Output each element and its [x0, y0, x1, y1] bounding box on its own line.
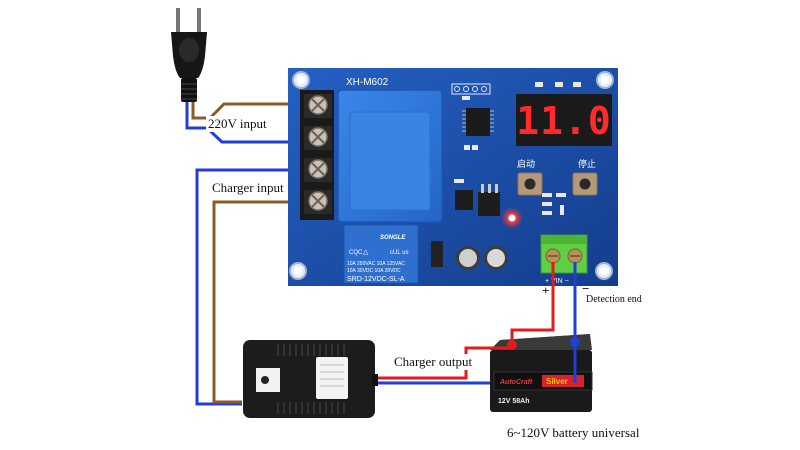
label-detection-end: Detection end	[586, 294, 642, 305]
mounting-hole	[595, 262, 613, 280]
mounting-hole	[292, 71, 310, 89]
relay-approval-cqc: CQC	[349, 250, 363, 256]
battery-brand-left: AutoCraft	[499, 379, 533, 386]
label-minus: −	[582, 281, 590, 296]
label-220v-input: 220V input	[206, 116, 269, 132]
start-button[interactable]	[517, 172, 543, 196]
stop-button-label: 停止	[578, 158, 596, 170]
relay: SONGLE CQC △ cUL us 10A 250VAC 10A 125VA…	[343, 224, 419, 284]
screw-terminal-block	[300, 90, 334, 220]
transformer	[337, 89, 443, 223]
screw-terminal	[304, 126, 332, 150]
relay-approval-ul: cUL us	[390, 250, 408, 256]
start-button-label: 启动	[517, 158, 535, 170]
mounting-hole	[596, 71, 614, 89]
wire-charger-input-brown	[212, 200, 312, 404]
smd-components	[454, 82, 581, 215]
header-pins	[451, 83, 491, 95]
label-plus: +	[542, 283, 550, 298]
label-charger-output: Charger output	[392, 354, 475, 370]
board-model-label: XH-M602	[346, 77, 389, 88]
transistor	[455, 190, 473, 210]
relay-rating-1: 10A 250VAC 10A 125VAC	[347, 261, 405, 267]
vin-terminal-label: + VIN −	[545, 278, 569, 285]
electrolytic-capacitor	[484, 246, 508, 270]
relay-brand: SONGLE	[380, 235, 406, 241]
power-plug	[171, 8, 207, 102]
relay-model: SRD-12VDC-SL-A	[347, 276, 405, 283]
stop-button[interactable]	[572, 172, 598, 196]
car-battery: AutoCraft Silver 12V 58Ah	[490, 334, 593, 412]
label-charger-input: Charger input	[210, 180, 286, 196]
screw-terminal	[304, 158, 332, 182]
status-led	[501, 207, 523, 229]
ic-chip	[462, 108, 494, 136]
wire-charger-input-blue	[195, 168, 312, 406]
xh-m602-board: 11.0 启动 停止	[288, 68, 618, 286]
voltage-regulator	[478, 184, 500, 216]
screw-terminal	[304, 94, 332, 118]
electrolytic-capacitor	[456, 246, 480, 270]
diode	[431, 241, 443, 267]
display-reading: 11.0	[516, 99, 612, 143]
screw-terminal	[304, 190, 332, 214]
label-battery-universal: 6~120V battery universal	[507, 425, 640, 440]
battery-spec: 12V 58Ah	[498, 398, 530, 405]
charger-spec-label	[316, 357, 348, 399]
relay-approval-triangle: △	[363, 248, 369, 256]
relay-rating-2: 10A 30VDC 10A 28VDC	[347, 268, 401, 274]
battery-charger-adapter	[243, 340, 378, 418]
mounting-hole	[289, 262, 307, 280]
vin-terminal-block	[540, 234, 588, 274]
seven-segment-display: 11.0	[516, 94, 612, 146]
battery-brand-right: Silver	[546, 377, 568, 386]
